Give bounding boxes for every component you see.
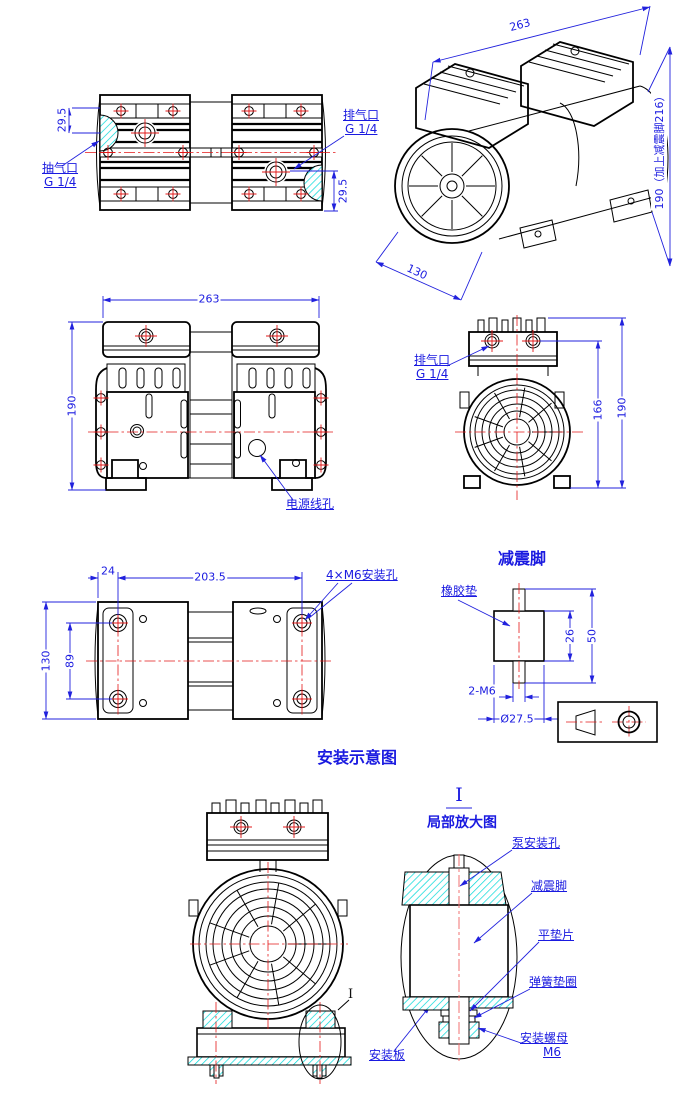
iso-dim-height: 190（加上减震脚216） [651, 89, 667, 211]
foot-dim-thread: 2-M6 [467, 684, 497, 698]
damper-foot-label: 减震脚 [531, 879, 568, 893]
rubber-pad-label: 橡胶垫 [441, 584, 478, 598]
top-view-dim-left: 29.5 [55, 106, 69, 134]
bottom-dim-height: 130 [39, 649, 53, 673]
mount-nut-size-label: M6 [543, 1045, 561, 1059]
installation-title: 安装示意图 [317, 748, 398, 767]
top-view-drawing [61, 94, 345, 212]
detail-circle-mark: I [348, 987, 354, 1002]
exhaust-port-label-side: 排气口 [414, 353, 451, 367]
damping-foot-detail-drawing [457, 583, 658, 743]
side-view-drawing [446, 315, 626, 500]
installation-view-drawing [187, 799, 431, 1084]
exhaust-port-label-top: 排气口 [343, 108, 380, 122]
foot-dim-diameter: Ø27.5 [499, 712, 535, 726]
mount-holes-label: 4×M6安装孔 [326, 568, 398, 582]
foot-dim-block: 26 [563, 628, 577, 644]
mount-nut-label: 安装螺母 [520, 1031, 569, 1045]
bottom-dim-span: 203.5 [193, 570, 227, 584]
bottom-dim-offset: 24 [100, 564, 116, 578]
pump-hole-label: 泵安装孔 [512, 836, 561, 850]
bottom-dim-inner: 89 [63, 653, 77, 669]
isometric-view-drawing [375, 5, 673, 301]
side-dim-height: 190 [615, 396, 629, 420]
front-dim-width: 263 [197, 292, 221, 306]
foot-dim-total: 50 [585, 628, 599, 644]
exhaust-port-size-label-side: G 1/4 [416, 367, 449, 381]
spring-washer-label: 弹簧垫圈 [529, 975, 578, 989]
flat-washer-label: 平垫片 [538, 928, 575, 942]
detail-view-mark: I [455, 784, 463, 806]
detail-view-title: 局部放大图 [427, 815, 497, 831]
side-dim-inner: 166 [591, 398, 605, 422]
power-hole-label: 电源线孔 [286, 497, 335, 511]
front-view-drawing [68, 296, 334, 501]
top-view-dim-right: 29.5 [336, 177, 350, 205]
front-dim-height: 190 [65, 394, 79, 418]
enlarged-detail-drawing [400, 807, 540, 1062]
suction-port-label: 抽气口 [42, 161, 79, 175]
mount-plate-label: 安装板 [369, 1048, 406, 1062]
exhaust-port-size-label-top: G 1/4 [345, 122, 378, 136]
damping-foot-title: 减震脚 [498, 549, 547, 568]
suction-port-size-label: G 1/4 [44, 175, 77, 189]
bottom-view-drawing [42, 572, 353, 720]
